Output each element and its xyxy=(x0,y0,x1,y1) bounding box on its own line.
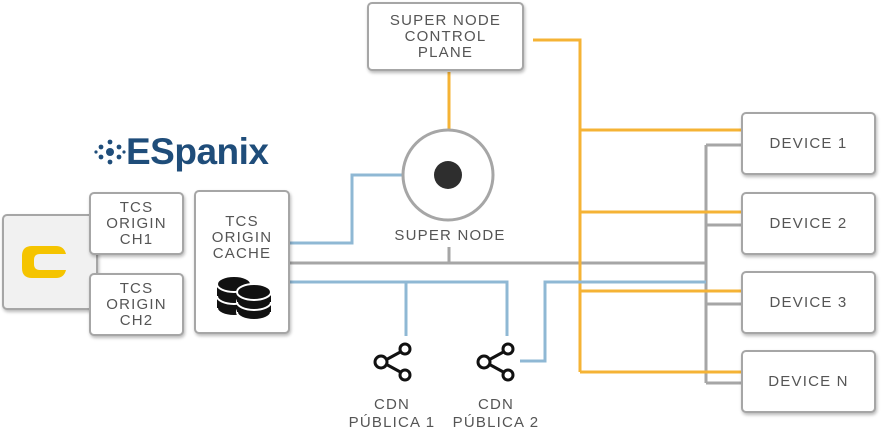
origin-ch1-box: TCS ORIGIN CH1 xyxy=(89,192,184,255)
espanix-logo-text: ESpanix xyxy=(126,131,269,172)
line-cdn-2-bus xyxy=(520,280,706,363)
device-3-box: DEVICE 3 xyxy=(741,271,876,334)
super-node-icon xyxy=(401,128,495,222)
super-node-label: SUPER NODE xyxy=(394,227,506,244)
origin-ch2-label: TCS ORIGIN CH2 xyxy=(106,279,167,329)
origin-cache-label: TCS ORIGIN CACHE xyxy=(211,213,273,262)
origin-ch2-box: TCS ORIGIN CH2 xyxy=(89,273,184,336)
espanix-logo-icon xyxy=(94,139,126,165)
database-icon xyxy=(216,275,272,321)
device-2-label: DEVICE 2 xyxy=(769,215,848,232)
control-plane-box: SUPER NODE CONTROL PLANE xyxy=(367,2,524,71)
device-1-box: DEVICE 1 xyxy=(741,112,876,175)
device-n-label: DEVICE N xyxy=(768,373,849,390)
cdn-1-label: CDN PÚBLICA 1 xyxy=(348,396,436,429)
device-1-label: DEVICE 1 xyxy=(769,135,848,152)
cdn-2-label: CDN PÚBLICA 2 xyxy=(452,396,540,429)
origin-ch1-label: TCS ORIGIN CH1 xyxy=(106,198,167,248)
source-box xyxy=(2,214,98,310)
device-n-box: DEVICE N xyxy=(741,350,876,413)
line-cache-supernode xyxy=(290,173,404,245)
device-3-label: DEVICE 3 xyxy=(769,294,848,311)
device-2-box: DEVICE 2 xyxy=(741,192,876,255)
line-cache-cdn xyxy=(290,280,509,336)
cdn-1-share-icon xyxy=(373,342,412,382)
cdn-2-share-icon xyxy=(476,342,515,382)
source-logo-icon xyxy=(22,246,66,278)
control-plane-label: SUPER NODE CONTROL PLANE xyxy=(389,11,502,61)
line-control-trunk xyxy=(533,38,582,372)
